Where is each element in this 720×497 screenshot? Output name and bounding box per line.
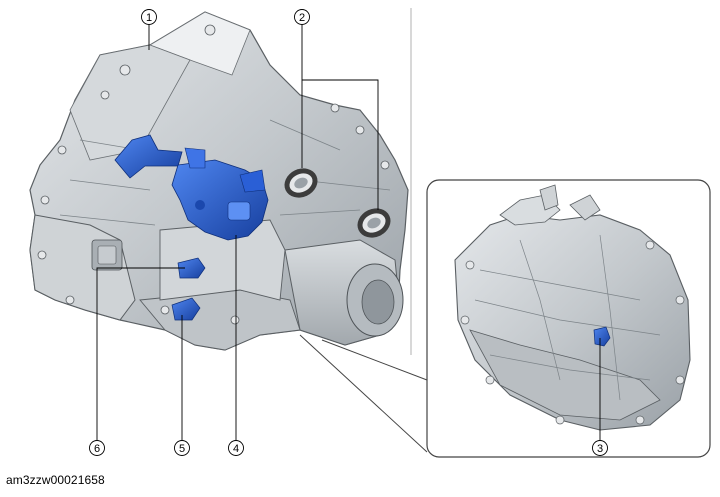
main-transmission bbox=[29, 11, 409, 351]
callout-6-label: 6 bbox=[94, 443, 100, 455]
oil-seal-upper bbox=[284, 168, 318, 198]
callout-4: 4 bbox=[228, 235, 244, 456]
sensor-part-5 bbox=[171, 297, 201, 321]
callout-2: 2 bbox=[294, 9, 379, 210]
oil-seal-lower bbox=[357, 208, 391, 238]
callout-5-label: 5 bbox=[179, 443, 185, 455]
callout-4-label: 4 bbox=[233, 443, 239, 455]
callout-1-label: 1 bbox=[146, 12, 152, 24]
callout-3-label: 3 bbox=[597, 443, 603, 455]
inset-leader-top bbox=[321, 339, 428, 381]
callout-2-label: 2 bbox=[299, 12, 305, 24]
callout-1: 1 bbox=[141, 9, 157, 50]
callout-6: 6 bbox=[89, 267, 185, 456]
shift-mechanism-highlight bbox=[114, 134, 269, 241]
sensor-part-3 bbox=[593, 326, 611, 347]
callout-3: 3 bbox=[592, 338, 608, 456]
sensor-part-6 bbox=[177, 257, 206, 279]
inset-transmission bbox=[454, 184, 691, 431]
callout-5: 5 bbox=[174, 315, 190, 456]
figure-code: am3zzw00021658 bbox=[6, 473, 105, 487]
inset-leader-bottom bbox=[299, 334, 428, 453]
